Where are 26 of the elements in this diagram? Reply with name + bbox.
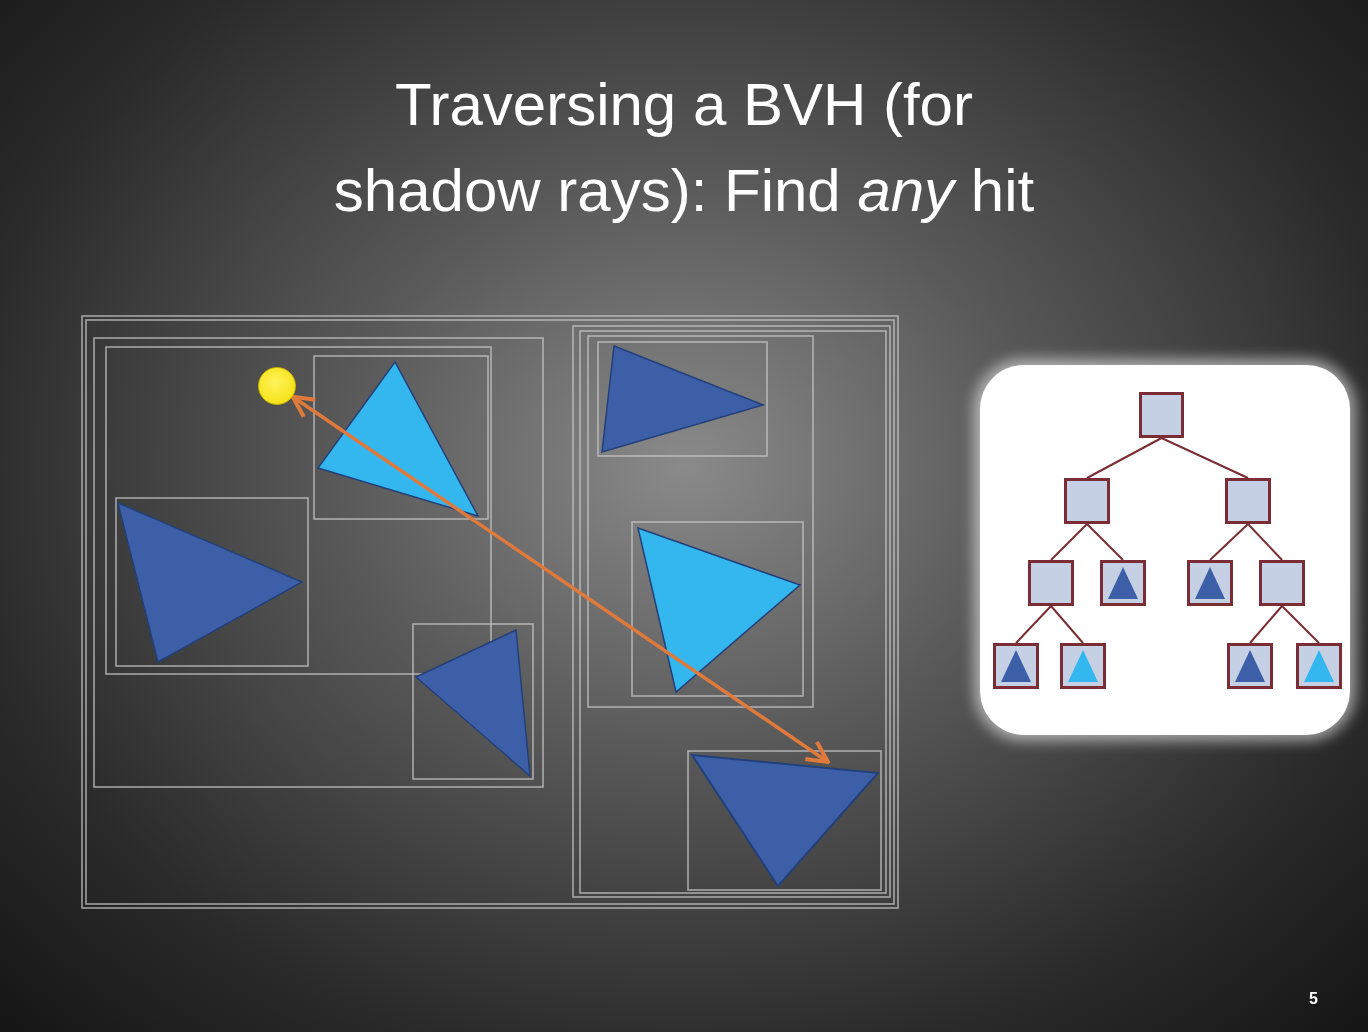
- tree-branch-line: [1247, 523, 1283, 561]
- tree-branch-line: [1249, 605, 1283, 644]
- tree-node-box: [1060, 643, 1106, 689]
- tree-branch-line: [1015, 605, 1052, 644]
- light-source-dot: [258, 367, 296, 405]
- tree-node-box: [1028, 560, 1074, 606]
- tree-branch-line: [1209, 523, 1249, 561]
- ray-arrow: [290, 394, 831, 765]
- triangle-shape: [690, 753, 880, 888]
- tree-node-box: [993, 643, 1039, 689]
- tree-branch-line: [1050, 523, 1088, 561]
- tree-node-box: [1139, 392, 1184, 438]
- tree-node-box: [1100, 560, 1146, 606]
- tree-branch-line: [1086, 523, 1124, 561]
- tree-node-box: [1296, 643, 1342, 689]
- tree-node-box: [1259, 560, 1305, 606]
- tree-node-box: [1064, 478, 1110, 524]
- tree-node-box: [1187, 560, 1233, 606]
- tree-branch-line: [1281, 605, 1320, 644]
- tree-branch-line: [1160, 437, 1249, 479]
- tree-node-box: [1227, 643, 1273, 689]
- slide-number: 5: [1309, 990, 1318, 1008]
- tree-branch-line: [1086, 437, 1163, 479]
- slide-title: Traversing a BVH (for shadow rays): Find any hit: [332, 70, 1036, 226]
- tree-branch-line: [1050, 605, 1084, 644]
- tree-node-box: [1225, 478, 1271, 524]
